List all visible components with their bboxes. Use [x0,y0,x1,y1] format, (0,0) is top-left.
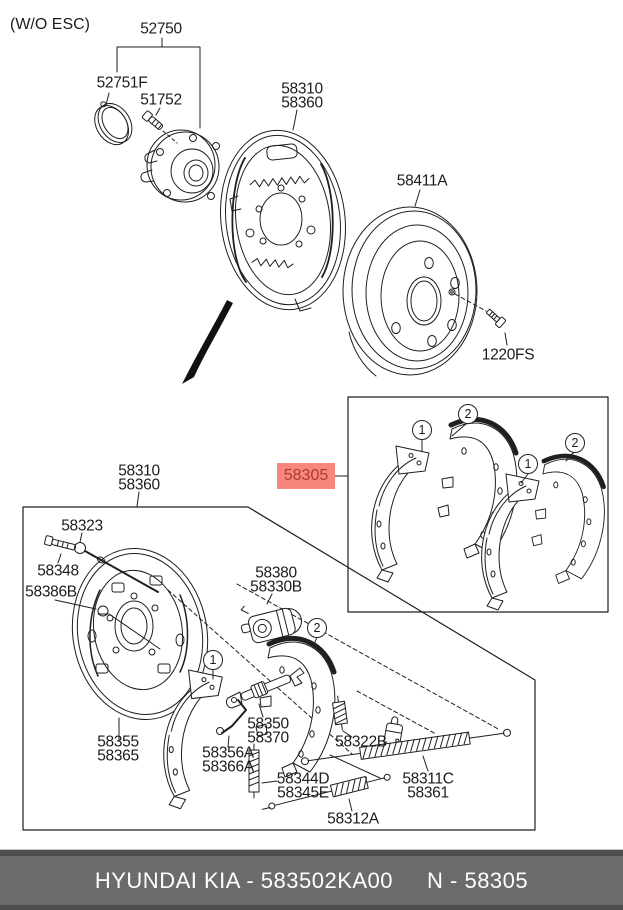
rear-plate-assembly-drawing [219,109,347,312]
callout-2-kit-b: 2 [565,433,585,453]
part-label-58350-58370: 58350 58370 [247,715,289,746]
part-label-58386B: 58386B [25,583,77,601]
drum-screw-drawing [454,293,508,346]
shoe-kit-box [333,396,609,613]
banner-brand-part: HYUNDAI KIA - 583502KA00 [94,867,394,893]
variant-note: (W/O ESC) [10,16,90,33]
bracket-52750 [105,37,201,129]
kit-shoe-2a-drawing [437,417,519,559]
kit-shoe-1a-drawing [371,445,430,583]
callout-2-assembly: 2 [307,618,327,638]
part-label-52751F: 52751F [96,74,148,92]
snap-ring-drawing [94,101,133,146]
part-label-58356A-58366A: 58356A 58366A [202,744,254,775]
wheel-hub-drawing [140,129,220,203]
part-label-58312A: 58312A [327,810,379,828]
part-label-58311C-58361: 58311C 58361 [402,770,454,801]
shoe-pin-drawing [74,532,159,593]
callout-1-kit-a: 1 [412,420,432,440]
return-spring-drawing [300,728,512,772]
part-label-58411A: 58411A [396,172,448,190]
callout-1-assembly: 1 [203,650,223,670]
callout-2-kit-a: 2 [458,404,478,424]
plate-bolt-drawing [44,535,77,564]
part-label-58310-58360-bottom: 58310 58360 [118,462,160,493]
wheel-cylinder-drawing [240,593,302,644]
adjuster-drawing [225,667,305,718]
part-label-58322B: 58322B [335,733,387,751]
banner-ref-number: N - 58305 [427,867,529,893]
brake-shoe2-drawing [255,636,337,778]
part-label-58355-58365: 58355 58365 [97,733,139,764]
brake-drum-drawing [342,189,478,377]
callout-leaders [212,422,575,680]
footer-banner: HYUNDAI KIA - 583502KA00 N - 58305 [0,849,623,910]
part-label-51752: 51752 [140,91,182,109]
adjuster-lever-drawing [216,699,247,748]
highlighted-part-58305[interactable]: 58305 [277,463,335,489]
cap-drawing [54,599,161,650]
kit-shoe-1b-drawing [481,473,540,611]
part-label-58310-58360-top: 58310 58360 [281,80,323,111]
part-label-58323: 58323 [61,517,103,535]
part-label-58344D-58345E: 58344D 58345E [276,770,330,801]
lower-assembly-box [22,506,536,831]
part-label-1220FS: 1220FS [481,346,535,364]
part-label-52750: 52750 [140,20,182,38]
lower-spring-drawing [261,754,391,812]
part-label-58348: 58348 [37,562,79,580]
callout-1-kit-b: 1 [518,454,538,474]
backing-plate-drawing [71,491,209,741]
kit-shoe-2b-drawing [531,453,606,584]
cable-swoosh [182,300,233,384]
adjuster-spring-drawing [332,695,404,748]
holddown-spring-drawing [248,743,278,799]
hub-bolt-drawing [141,110,178,144]
part-label-58380-58330B: 58380 58330B [250,564,302,595]
brake-shoe1-drawing [163,669,223,810]
